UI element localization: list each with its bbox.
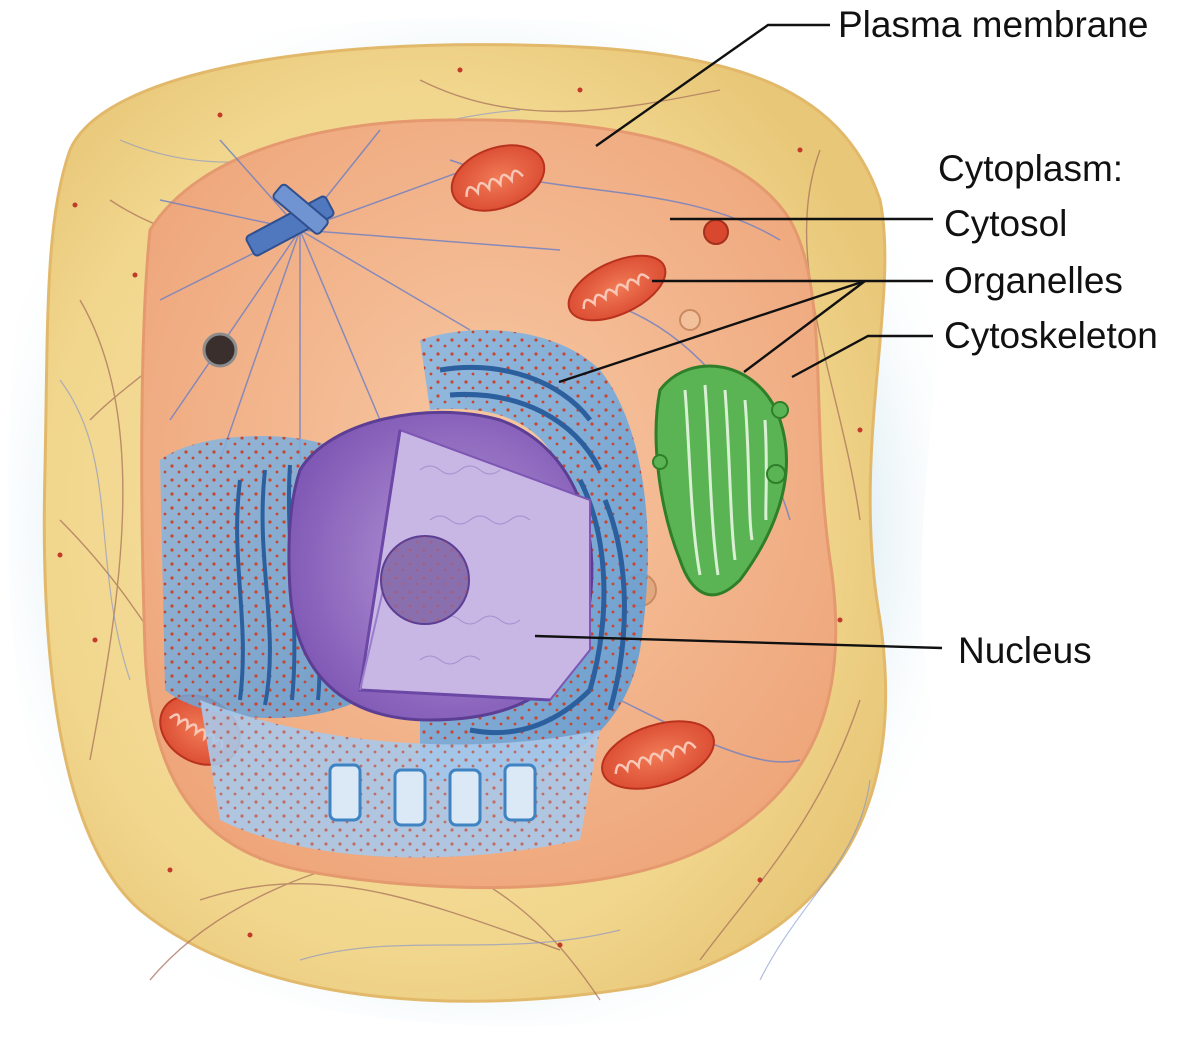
label-organelles: Organelles bbox=[944, 262, 1123, 299]
vesicle bbox=[204, 334, 236, 366]
lysosome bbox=[704, 220, 728, 244]
vesicle bbox=[680, 310, 700, 330]
label-cytoskeleton: Cytoskeleton bbox=[944, 317, 1158, 354]
label-plasma-membrane: Plasma membrane bbox=[838, 6, 1149, 43]
label-cytosol: Cytosol bbox=[944, 205, 1067, 242]
label-nucleus: Nucleus bbox=[958, 632, 1092, 669]
nucleolus bbox=[381, 536, 469, 624]
label-cytoplasm: Cytoplasm: bbox=[938, 150, 1123, 187]
